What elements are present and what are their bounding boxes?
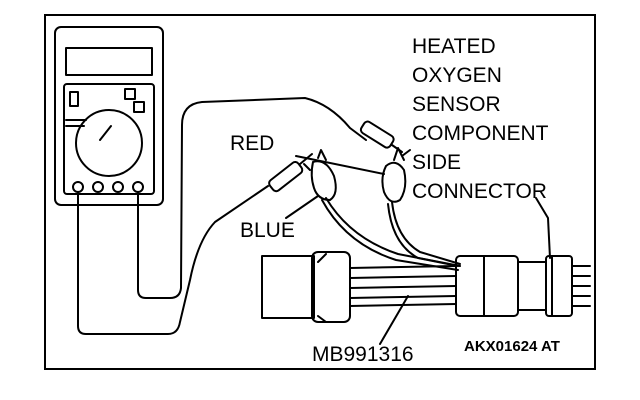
red-label: RED	[230, 132, 274, 155]
blue-probe	[268, 153, 313, 193]
blue-label: BLUE	[240, 219, 295, 242]
sensor-connector	[545, 255, 591, 317]
jack-com	[72, 181, 84, 193]
multimeter-dial	[75, 109, 143, 177]
red-probe	[359, 120, 403, 153]
sensor-label-line-1: HEATED	[412, 35, 496, 58]
figure-code: AKX01624 AT	[464, 338, 560, 355]
blue-lead-wire	[77, 185, 269, 335]
sensor-label-line-2: OXYGEN	[412, 64, 502, 87]
sensor-label-line-5: SIDE	[412, 151, 461, 174]
blue-alligator-clip	[303, 149, 337, 201]
sensor-label-line-6: CONNECTOR	[412, 180, 547, 203]
multimeter-display	[65, 47, 153, 76]
jack-volt	[132, 181, 144, 193]
harness-cable	[349, 265, 457, 307]
red-alligator-clip	[381, 147, 411, 203]
harness-wire-red	[391, 201, 461, 265]
sensor-label-line-3: SENSOR	[412, 93, 501, 116]
harness-connector-left	[261, 251, 351, 323]
red-lead-wire	[137, 97, 367, 299]
tool-leader-line	[379, 295, 409, 345]
jack-1	[92, 181, 104, 193]
sensor-label-line-4: COMPONENT	[412, 122, 549, 145]
harness-wire-blue	[325, 197, 461, 267]
jack-2	[112, 181, 124, 193]
sensor-leader-line	[535, 197, 551, 259]
tool-label: MB991316	[312, 343, 414, 366]
harness-connector-right	[455, 255, 547, 317]
red-leader-line	[295, 155, 385, 175]
multimeter	[54, 26, 164, 206]
blue-leader-line	[285, 195, 319, 219]
